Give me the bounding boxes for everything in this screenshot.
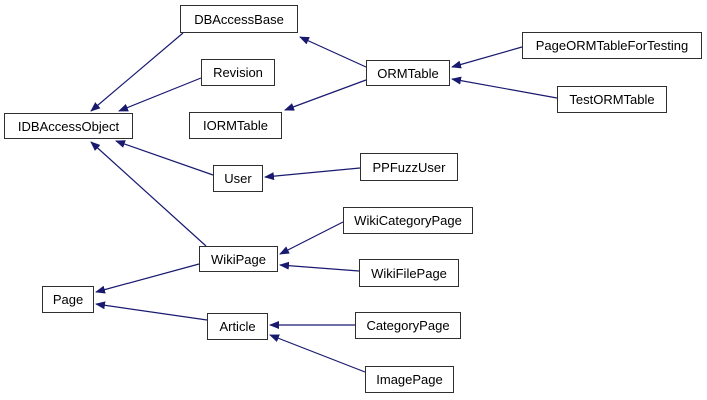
edge-TestORMTable-to-ORMTable bbox=[451, 76, 558, 99]
node-User[interactable]: User bbox=[213, 165, 263, 192]
edge-WikiPage-to-Page bbox=[95, 263, 200, 294]
node-Revision[interactable]: Revision bbox=[201, 59, 275, 86]
edge-ORMTable-to-IORMTable bbox=[284, 79, 367, 111]
edge-ImagePage-to-Article bbox=[269, 334, 366, 373]
node-WikiFilePage[interactable]: WikiFilePage bbox=[359, 259, 459, 287]
node-PPFuzzUser[interactable]: PPFuzzUser bbox=[360, 153, 458, 181]
edge-WikiFilePage-to-WikiPage bbox=[279, 261, 360, 272]
edge-PPFuzzUser-to-User bbox=[264, 167, 361, 181]
edge-ORMTable-to-DBAccessBase bbox=[299, 36, 367, 68]
node-CategoryPage[interactable]: CategoryPage bbox=[355, 312, 461, 339]
edge-PageORMTableForTesting-to-ORMTable bbox=[451, 46, 523, 69]
node-WikiCategoryPage[interactable]: WikiCategoryPage bbox=[343, 207, 473, 234]
node-TestORMTable[interactable]: TestORMTable bbox=[557, 86, 667, 113]
node-IDBAccessObject[interactable]: IDBAccessObject bbox=[4, 113, 133, 139]
edge-DBAccessBase-to-IDBAccessObject bbox=[90, 32, 184, 112]
node-DBAccessBase[interactable]: DBAccessBase bbox=[180, 5, 298, 33]
node-WikiPage[interactable]: WikiPage bbox=[199, 246, 278, 272]
edge-WikiCategoryPage-to-WikiPage bbox=[279, 221, 344, 255]
edge-WikiPage-to-IDBAccessObject bbox=[90, 141, 207, 247]
edge-Article-to-Page bbox=[95, 301, 208, 321]
node-Article[interactable]: Article bbox=[207, 313, 268, 340]
node-ImagePage[interactable]: ImagePage bbox=[365, 366, 454, 393]
node-IORMTable[interactable]: IORMTable bbox=[189, 112, 282, 139]
edge-User-to-IDBAccessObject bbox=[115, 140, 214, 176]
node-ORMTable[interactable]: ORMTable bbox=[366, 60, 450, 86]
node-Page[interactable]: Page bbox=[42, 286, 94, 313]
node-PageORMTableForTesting[interactable]: PageORMTableForTesting bbox=[522, 32, 702, 59]
edge-Revision-to-IDBAccessObject bbox=[118, 77, 202, 112]
